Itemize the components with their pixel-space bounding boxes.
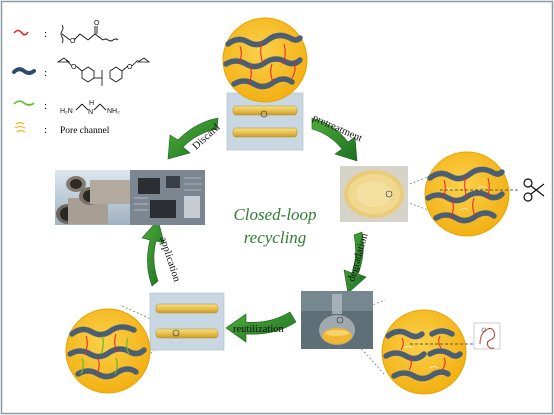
legend: : O O :: [12, 20, 151, 136]
network-disk-cut: [424, 151, 520, 237]
pipes-photo: [56, 176, 130, 224]
svg-text:O: O: [127, 64, 133, 71]
enzyme-hook-icon: [473, 322, 501, 350]
photo-sticks-recycled: [149, 292, 225, 351]
epoxy-structure: [56, 57, 151, 86]
arrow-discard: [167, 117, 219, 160]
network-disk-degraded: [381, 309, 478, 395]
network-disk-top: [222, 17, 308, 103]
legend-pore-channel-label: Pore channel: [60, 126, 110, 136]
photo-applications: [55, 170, 205, 225]
legend-chain-swatch: [12, 67, 36, 75]
arrow-pretreatment: [311, 117, 358, 162]
legend-colon-2: :: [44, 67, 47, 79]
amine-formula-mid: N: [88, 109, 93, 116]
ester-structure: [60, 24, 119, 44]
legend-amine-swatch: [13, 100, 35, 106]
scissors-icon: [523, 178, 545, 202]
amine-formula-right: NH₂: [107, 108, 120, 115]
cycle-arrows: [141, 117, 367, 343]
arrow-application: [141, 219, 165, 287]
amine-formula-h: H: [89, 100, 94, 107]
legend-colon-4: :: [44, 124, 47, 136]
arrow-degradation: [343, 231, 367, 294]
photo-powder: [340, 166, 408, 222]
arrow-reutilization: [225, 311, 297, 343]
network-disk-recured: [65, 308, 151, 394]
legend-colon-1: :: [44, 28, 47, 40]
circuit-board-photo: [130, 170, 205, 225]
legend-pore-swatch: [14, 121, 26, 133]
amine-formula-left: H₂N: [60, 108, 73, 115]
center-title-line2: recycling: [244, 228, 307, 247]
amine-structure: [75, 103, 107, 111]
svg-text:O: O: [94, 20, 100, 27]
photo-flask: [301, 291, 373, 349]
label-reutilization: reutilization: [233, 324, 284, 335]
svg-text:O: O: [71, 64, 77, 71]
legend-colon-3: :: [44, 100, 47, 112]
legend-crosslink-swatch: [13, 29, 29, 36]
center-title-line1: Closed-loop: [233, 205, 316, 224]
svg-text:O: O: [70, 38, 76, 45]
